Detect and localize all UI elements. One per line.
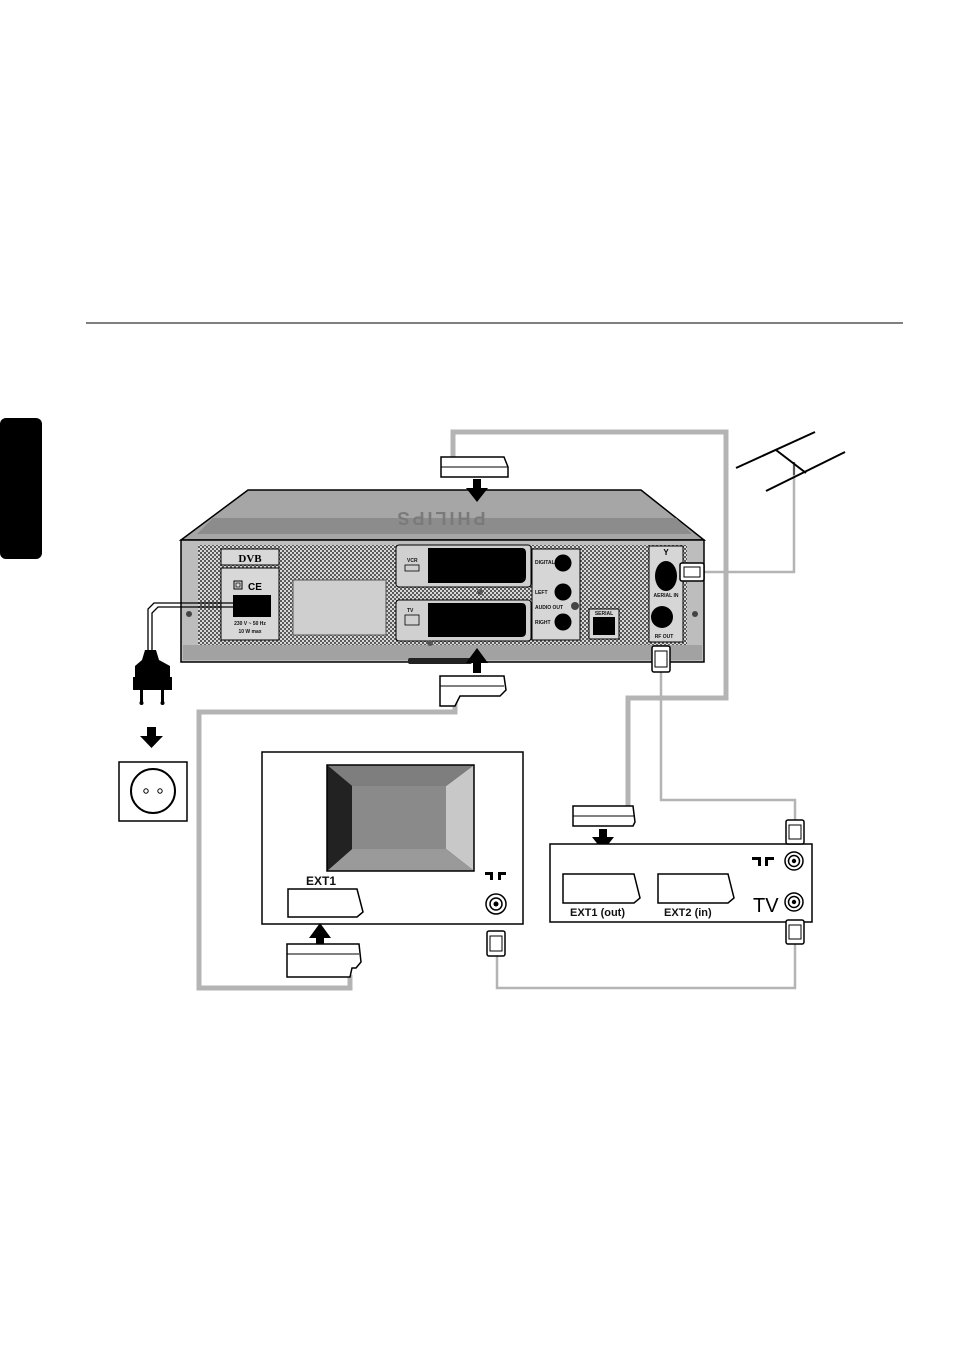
rf-cable-tv-to-vcr bbox=[497, 944, 795, 988]
scart-plug-icon-tv bbox=[573, 806, 635, 826]
tv-ext2-label: EXT2 (in) bbox=[664, 907, 712, 919]
tv-label: TV bbox=[753, 895, 779, 917]
vcr-ext1-socket bbox=[288, 889, 363, 917]
scart-plug-icon-tv-socket bbox=[440, 676, 506, 706]
svg-text:Y: Y bbox=[663, 548, 669, 557]
mains-plug-icon bbox=[133, 650, 172, 705]
aerial-plug bbox=[680, 563, 704, 581]
scart-tv-socket bbox=[428, 603, 526, 637]
audio-left-jack bbox=[555, 584, 572, 601]
arrow-up-icon-vcr bbox=[309, 923, 331, 945]
svg-text:TV: TV bbox=[407, 608, 414, 614]
antenna-cable bbox=[704, 462, 794, 572]
receiver: PHILIPS CE 230 V ~ 50 Hz 10 W max DVB VC… bbox=[181, 490, 704, 664]
aerial-in-socket bbox=[655, 561, 677, 591]
scart-vcr-socket bbox=[428, 548, 526, 583]
svg-text:RIGHT: RIGHT bbox=[535, 620, 551, 626]
wall-socket-icon bbox=[119, 762, 187, 821]
arrow-down-icon-mains bbox=[140, 727, 163, 748]
scart-plug-icon-vcr bbox=[287, 944, 361, 977]
power-inlet bbox=[233, 595, 271, 617]
serial-port bbox=[593, 617, 615, 635]
tv: EXT1 (out) EXT2 (in) TV bbox=[550, 844, 812, 922]
vcr-rf-plug bbox=[487, 931, 505, 956]
tv-ext2-socket bbox=[658, 874, 734, 903]
receiver-brand: PHILIPS bbox=[394, 508, 485, 528]
vcr: EXT1 bbox=[262, 752, 523, 924]
svg-text:AUDIO OUT: AUDIO OUT bbox=[535, 605, 563, 611]
audio-digital-jack bbox=[555, 555, 572, 572]
tv-rf-plug-top bbox=[786, 820, 804, 844]
tv-rf-plug-bottom bbox=[786, 920, 804, 944]
blank-plate bbox=[293, 580, 386, 635]
svg-text:RF OUT: RF OUT bbox=[655, 634, 674, 640]
svg-text:VCR: VCR bbox=[407, 558, 418, 564]
tv-ext1-socket bbox=[563, 874, 640, 903]
tv-ext1-label: EXT1 (out) bbox=[570, 907, 625, 919]
antenna-icon bbox=[736, 432, 845, 491]
svg-text:CE: CE bbox=[248, 582, 262, 593]
scart-plug-icon-top bbox=[441, 457, 508, 477]
rf-out-plug bbox=[652, 646, 670, 672]
svg-text:SERIAL: SERIAL bbox=[595, 611, 613, 617]
svg-text:230 V ~ 50 Hz: 230 V ~ 50 Hz bbox=[234, 621, 266, 627]
rf-out-socket bbox=[651, 606, 673, 628]
svg-text:LEFT: LEFT bbox=[535, 590, 548, 596]
svg-text:DIGITAL: DIGITAL bbox=[535, 560, 555, 566]
svg-text:10 W max: 10 W max bbox=[238, 629, 261, 635]
language-tab bbox=[0, 418, 42, 559]
vcr-ext1-label: EXT1 bbox=[306, 874, 336, 888]
audio-right-jack bbox=[555, 614, 572, 631]
svg-text:DVB: DVB bbox=[238, 553, 262, 565]
svg-text:AERIAL IN: AERIAL IN bbox=[654, 593, 679, 599]
